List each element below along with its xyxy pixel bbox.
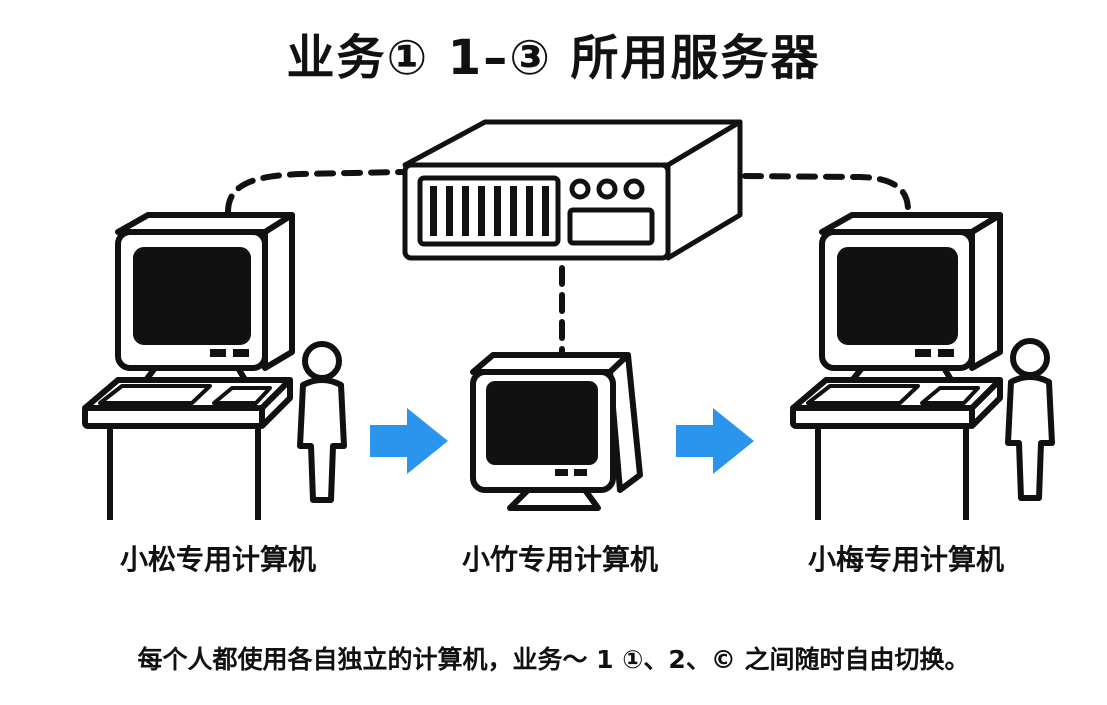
arrow-right-icon: [676, 408, 754, 474]
person-icon: [1005, 338, 1055, 501]
left-workstation: [82, 212, 347, 520]
label-right-computer: 小梅专用计算机: [807, 543, 1004, 576]
person-icon: [297, 341, 347, 503]
network-connections: [225, 169, 911, 359]
diagram-caption: 每个人都使用各自独立的计算机，业务～ 1 ①、2、© 之间随时自由切换。: [137, 645, 970, 674]
label-left-computer: 小松专用计算机: [119, 543, 316, 576]
arrow-right-icon: [370, 408, 448, 474]
diagram-title: 业务① 1–③ 所用服务器: [286, 30, 821, 86]
server-icon: [402, 119, 743, 261]
connection-line-right: [742, 173, 911, 213]
connection-line-left: [225, 169, 405, 215]
right-workstation: [790, 212, 1055, 520]
center-workstation: [470, 352, 643, 511]
label-center-computer: 小竹专用计算机: [461, 543, 658, 576]
